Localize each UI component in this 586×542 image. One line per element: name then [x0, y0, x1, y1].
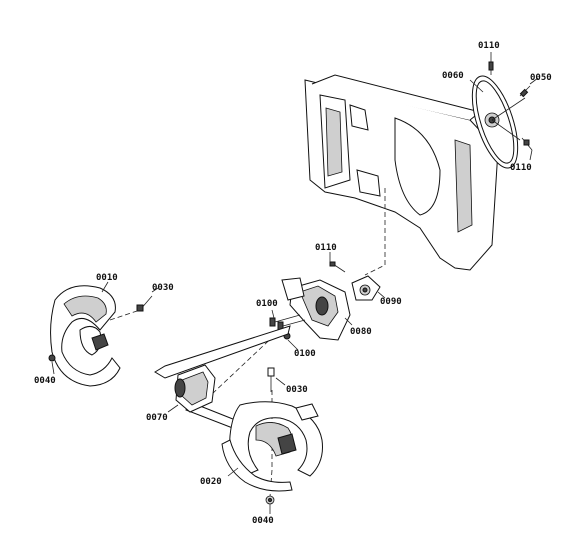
bolt-0030-left [136, 295, 153, 312]
right-auger-0020 [221, 401, 323, 492]
left-auger-0010 [50, 285, 121, 387]
bolt-0050 [519, 85, 531, 98]
bolt-0110-right [521, 137, 533, 151]
label-0080: 0080 [350, 327, 372, 337]
label-0100-a: 0100 [256, 299, 278, 309]
leader-lines [51, 52, 539, 514]
label-0040-bottom: 0040 [252, 516, 274, 526]
label-0110-top: 0110 [478, 41, 500, 51]
bolt-0030-bottom [267, 367, 275, 392]
label-0060: 0060 [442, 71, 464, 81]
label-0110-right: 0110 [510, 163, 532, 173]
label-0110-mid: 0110 [315, 243, 337, 253]
label-0100-b: 0100 [294, 349, 316, 359]
nut-0040-left [48, 354, 56, 362]
label-0020: 0020 [200, 477, 222, 487]
alignment-line-left-auger [109, 309, 141, 321]
auger-gearbox-0080 [281, 277, 351, 341]
auger-housing [304, 74, 499, 271]
label-0010: 0010 [96, 273, 118, 283]
gearbox-0070 [174, 364, 216, 413]
label-0070: 0070 [146, 413, 168, 423]
bolt-0110-top [488, 60, 494, 75]
impeller-disc [471, 75, 526, 169]
label-0030-left: 0030 [152, 283, 174, 293]
label-0050: 0050 [530, 73, 552, 83]
alignment-line-housing [364, 188, 386, 276]
bearing-flange-0090 [351, 275, 381, 301]
label-0040-left: 0040 [34, 376, 56, 386]
bolt-0110-mid [329, 261, 346, 273]
label-0090: 0090 [380, 297, 402, 307]
nut-0040-bottom [265, 495, 275, 505]
alignment-line-nut [269, 469, 273, 498]
label-0030-bottom: 0030 [286, 385, 308, 395]
